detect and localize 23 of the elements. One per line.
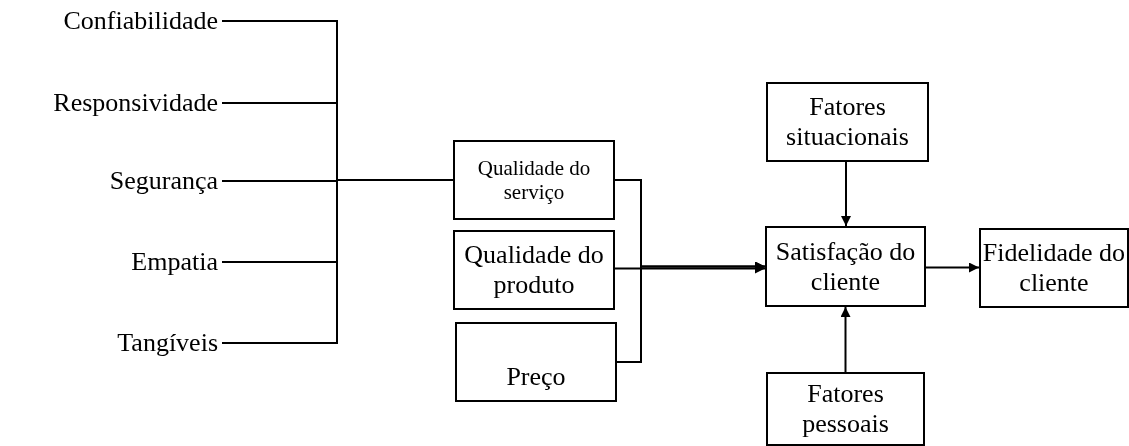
process-box — [455, 322, 617, 402]
arrow — [925, 262, 980, 273]
box-label: Fatores pessoais — [801, 379, 890, 439]
process-box — [453, 140, 615, 220]
process-box — [979, 228, 1129, 308]
factor-label: Confiabilidade — [0, 2, 218, 40]
process-box — [766, 82, 929, 162]
process-box — [453, 230, 615, 310]
process-box — [765, 226, 926, 307]
box-label: Preço — [506, 362, 566, 392]
box-label: Satisfação do cliente — [774, 236, 917, 297]
arrow — [841, 161, 851, 227]
factor-label: Segurança — [0, 162, 218, 200]
box-label: Fidelidade do cliente — [981, 238, 1127, 298]
factor-label: Responsividade — [0, 84, 218, 122]
box-label: Qualidade do produto — [463, 240, 605, 300]
factor-label: Empatia — [0, 243, 218, 281]
arrow — [616, 261, 766, 363]
box-label: Qualidade do serviço — [476, 155, 592, 205]
box-label: Fatores situacionais — [785, 92, 910, 152]
process-box — [766, 372, 925, 446]
arrow — [840, 306, 851, 373]
factor-label: Tangíveis — [0, 324, 218, 362]
